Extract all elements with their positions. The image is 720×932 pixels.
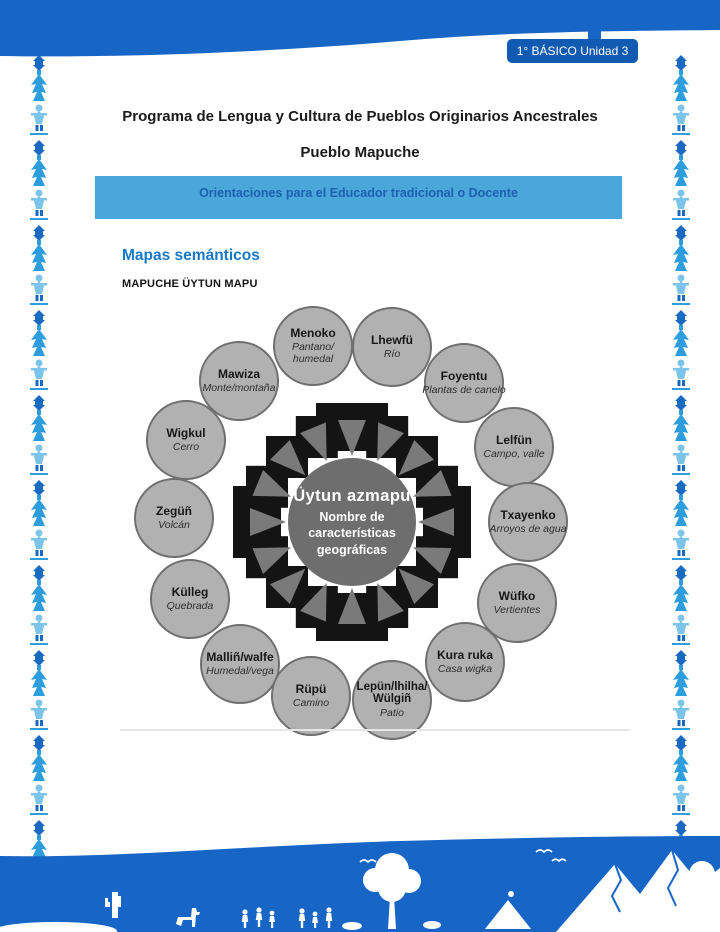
map-node-kulleg: Külleg Quebrada: [150, 559, 230, 639]
map-node-wigkul: Wigkul Cerro: [146, 400, 226, 480]
map-node-menoko: Menoko Pantano/ humedal: [273, 306, 353, 386]
map-node-kura-ruka: Kura ruka Casa wigka: [425, 622, 505, 702]
map-node-mawiza: Mawiza Monte/montaña: [199, 341, 279, 421]
node-name: Kura ruka: [436, 647, 494, 662]
diagram-bottom-rule: [120, 729, 630, 731]
node-translation: Plantas de canelo: [422, 384, 506, 397]
map-title: MAPUCHE ÜYTUN MAPU: [122, 278, 258, 290]
map-node-rupu: Rüpü Camino: [271, 656, 351, 736]
unit-badge: 1° BÁSICO Unidad 3: [507, 39, 638, 63]
node-translation: Humedal/vega: [206, 665, 274, 678]
program-title: Programa de Lengua y Cultura de Pueblos …: [122, 108, 598, 125]
node-translation: Patio: [380, 707, 404, 720]
map-node-wufko: Wüfko Vertientes: [477, 563, 557, 643]
badge-connector: [588, 26, 601, 42]
emblem-gray-triangles: [250, 420, 454, 624]
node-name: Wigkul: [166, 425, 206, 440]
node-translation: Casa wigka: [437, 663, 493, 676]
node-translation: Camino: [292, 697, 330, 710]
orientation-banner-label: Orientaciones para el Educador tradicion…: [199, 186, 518, 200]
map-node-mallin-walfe: Malliñ/walfe Humedal/vega: [200, 624, 280, 704]
node-name: Mawiza: [217, 366, 260, 381]
left-ornamental-border-icon: [30, 55, 48, 900]
center-circle: [288, 458, 416, 586]
top-wave-banner: [0, 0, 720, 57]
map-node-zegun: Zegüñ Volcán: [134, 478, 214, 558]
center-node-name: Üytun azmapu: [293, 487, 411, 505]
node-name: Menoko: [290, 325, 336, 340]
pueblo-subtitle: Pueblo Mapuche: [300, 144, 420, 161]
node-translation: Monte/montaña: [202, 382, 276, 395]
map-node-txayenko: Txayenko Arroyos de agua: [488, 482, 568, 562]
map-node-lelfun: Lelfün Campo, valle: [474, 407, 554, 487]
node-translation: Cerro: [172, 441, 200, 454]
node-translation: Pantano/ humedal: [291, 341, 335, 366]
node-name: Zegüñ: [156, 503, 192, 518]
map-node-lhewfu: Lhewfü Río: [352, 307, 432, 387]
footer-landscape-icon: [0, 836, 720, 932]
node-name: Rüpü: [295, 681, 327, 696]
node-translation: Campo, valle: [483, 448, 545, 461]
map-node-lepun: Lepün/lhilha/ Wülgiñ Patio: [352, 660, 432, 740]
node-name: Lepün/lhilha/ Wülgiñ: [356, 680, 428, 706]
node-name: Lhewfü: [371, 332, 413, 347]
center-node: Üytun azmapu Nombre de características g…: [285, 487, 419, 558]
node-translation: Arroyos de agua: [489, 523, 567, 536]
node-translation: Vertientes: [493, 604, 541, 617]
node-translation: Quebrada: [166, 600, 214, 613]
map-node-foyentu: Foyentu Plantas de canelo: [422, 343, 506, 423]
node-name: Txayenko: [500, 507, 556, 522]
right-ornamental-border-icon: [672, 55, 690, 900]
orientation-banner: Orientaciones para el Educador tradicion…: [95, 176, 622, 219]
node-translation: Volcán: [158, 519, 190, 532]
center-node-description: Nombre de características geográficas: [308, 510, 396, 557]
node-name: Külleg: [171, 584, 209, 599]
node-translation: Río: [383, 348, 401, 361]
mapuche-star-emblem-icon: [233, 403, 471, 641]
node-name: Wüfko: [498, 588, 536, 603]
node-name: Lelfün: [496, 432, 532, 447]
node-name: Foyentu: [440, 368, 488, 383]
node-name: Malliñ/walfe: [206, 649, 274, 664]
section-heading: Mapas semánticos: [122, 247, 260, 264]
